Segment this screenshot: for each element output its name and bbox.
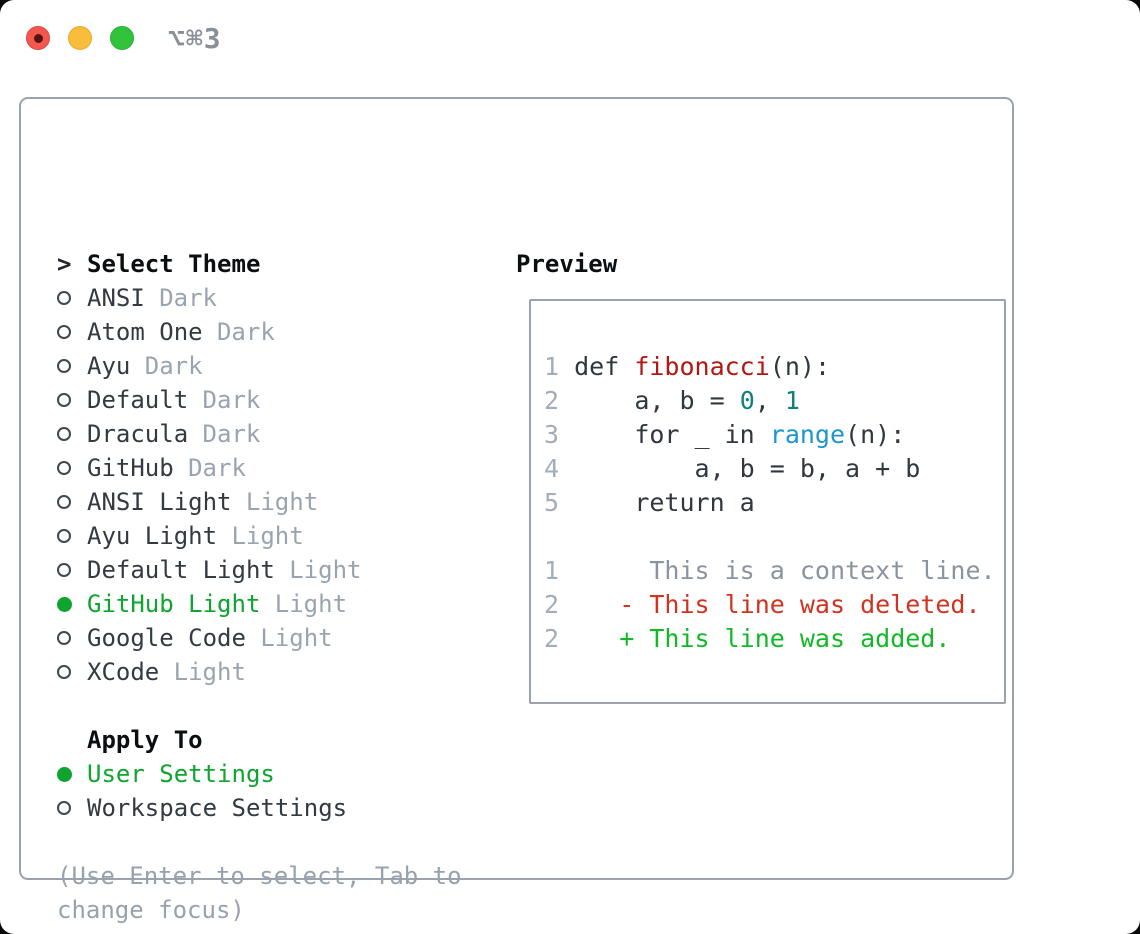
theme-option-ansi-light-light[interactable]: ANSI Light Light <box>57 485 497 519</box>
radio-icon <box>57 427 87 441</box>
theme-option-ayu-dark[interactable]: Ayu Dark <box>57 349 497 383</box>
theme-variant-label: Dark <box>188 454 246 482</box>
radio-icon <box>57 631 87 645</box>
keyboard-hint-text: (Use Enter to select, Tab to change focu… <box>57 862 462 924</box>
minimize-button[interactable] <box>68 26 92 50</box>
code-line: 3 for _ in range(n): <box>544 420 906 449</box>
theme-option-default-dark[interactable]: Default Dark <box>57 383 497 417</box>
theme-variant-label: Light <box>274 590 348 618</box>
code-preview-box: 1 def fibonacci(n): 2 a, b = 0, 1 3 for _ … <box>529 299 1006 704</box>
theme-name: Ayu Light <box>87 522 218 550</box>
theme-option-ayu-light-light[interactable]: Ayu Light Light <box>57 519 497 553</box>
apply-to-heading: Apply To <box>87 726 203 754</box>
theme-variant-label: Light <box>173 658 246 686</box>
select-theme-header-row: > Select Theme <box>57 247 497 281</box>
apply-option-workspace-settings[interactable]: Workspace Settings <box>57 791 497 825</box>
close-dot-icon <box>33 33 43 43</box>
focus-pointer-icon: > <box>57 250 72 278</box>
radio-icon <box>57 563 87 577</box>
radio-icon <box>57 393 87 407</box>
theme-option-default-light-light[interactable]: Default Light Light <box>57 553 497 587</box>
close-button[interactable] <box>26 26 50 50</box>
code-line: 2 + This line was added. <box>544 624 951 653</box>
theme-name: Default Light <box>87 556 275 584</box>
theme-name: XCode <box>87 658 160 686</box>
theme-variant-label: Light <box>245 488 319 516</box>
code-line: 2 a, b = 0, 1 <box>544 386 800 415</box>
theme-name: Atom One <box>87 318 203 346</box>
theme-name: GitHub Light <box>87 590 261 618</box>
radio-selected-icon <box>57 766 87 782</box>
theme-name: ANSI <box>87 284 145 312</box>
radio-icon <box>57 359 87 373</box>
theme-name: GitHub <box>87 454 174 482</box>
radio-icon <box>57 325 87 339</box>
theme-variant-label: Light <box>289 556 362 584</box>
apply-option-user-settings[interactable]: User Settings <box>57 757 497 791</box>
theme-variant-label: Dark <box>216 318 275 346</box>
spacer <box>57 825 497 859</box>
theme-variant-label: Dark <box>202 386 261 414</box>
code-line <box>544 520 1004 554</box>
apply-option-label: Workspace Settings <box>87 794 348 822</box>
theme-variant-label: Light <box>231 522 304 550</box>
theme-name: Dracula <box>87 420 189 448</box>
theme-option-ansi-dark[interactable]: ANSI Dark <box>57 281 497 315</box>
code-line: 5 return a <box>544 488 755 517</box>
theme-name: Default <box>87 386 189 414</box>
apply-to-header-row: Apply To <box>57 723 497 757</box>
preview-heading: Preview <box>516 250 618 278</box>
select-theme-heading: Select Theme <box>87 250 261 278</box>
theme-option-github-dark[interactable]: GitHub Dark <box>57 451 497 485</box>
radio-icon <box>57 665 87 679</box>
code-line: 1 This is a context line. <box>544 556 996 585</box>
title-bar: ⌥⌘3 <box>0 0 1140 76</box>
theme-variant-label: Light <box>260 624 333 652</box>
apply-option-label: User Settings <box>87 760 275 788</box>
theme-variant-label: Dark <box>202 420 261 448</box>
radio-icon <box>57 529 87 543</box>
window-title-shortcut: ⌥⌘3 <box>168 22 222 55</box>
theme-option-google-code-light[interactable]: Google Code Light <box>57 621 497 655</box>
theme-variant-label: Dark <box>159 284 217 312</box>
code-preview-lines: 1 def fibonacci(n): 2 a, b = 0, 1 3 for _ … <box>544 350 1004 656</box>
code-line: 2 - This line was deleted. <box>544 590 981 619</box>
code-line: 1 def fibonacci(n): <box>544 352 831 381</box>
theme-option-atom-one-dark[interactable]: Atom One Dark <box>57 315 497 349</box>
theme-name: Ayu <box>87 352 131 380</box>
theme-name: Google Code <box>87 624 246 652</box>
theme-option-dracula-dark[interactable]: Dracula Dark <box>57 417 497 451</box>
radio-icon <box>57 291 87 305</box>
code-line: 4 a, b = b, a + b <box>544 454 921 483</box>
theme-option-github-light-light[interactable]: GitHub Light Light <box>57 587 497 621</box>
zoom-button[interactable] <box>110 26 134 50</box>
radio-selected-icon <box>57 596 87 612</box>
spacer <box>57 689 497 723</box>
radio-icon <box>57 495 87 509</box>
theme-variant-label: Dark <box>144 352 203 380</box>
theme-option-xcode-light[interactable]: XCode Light <box>57 655 497 689</box>
radio-icon <box>57 801 87 815</box>
radio-icon <box>57 461 87 475</box>
theme-name: ANSI Light <box>87 488 232 516</box>
